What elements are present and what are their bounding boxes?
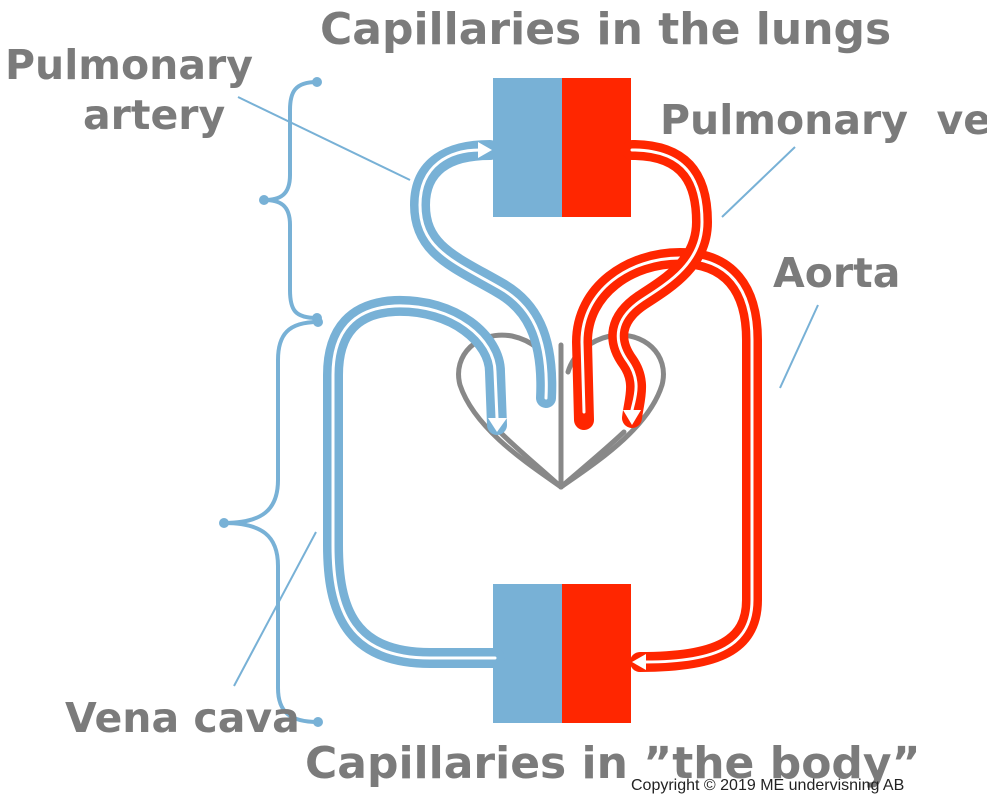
lung-capillary-red-block — [562, 78, 631, 217]
body-capillary-blue-block — [493, 584, 562, 723]
label-capillaries-lungs: Capillaries in the lungs — [320, 4, 892, 55]
leader-pulmonary-vein — [721, 146, 796, 218]
label-vena-cava: Vena cava — [65, 694, 300, 742]
leader-aorta — [779, 304, 819, 389]
brace-pulmonary — [263, 80, 319, 320]
brace-systemic — [223, 320, 320, 724]
heart-outline — [456, 332, 666, 490]
vena-cava-vessel — [323, 295, 507, 668]
label-pulmonary-artery: Pulmonary artery — [5, 40, 253, 140]
pulmonary-artery-vessel — [409, 140, 557, 408]
label-capillaries-body: Capillaries in ”the body” — [305, 738, 921, 789]
label-pulmonary-vein: Pulmonary vein — [660, 96, 987, 144]
leader-pulmonary-artery — [237, 96, 411, 181]
brace-pulmonary-tip-top — [312, 77, 322, 87]
body-capillary-red-block — [562, 584, 631, 723]
lung-capillary-blue-block — [493, 78, 562, 217]
pulmonary-vein-vessel — [608, 140, 713, 428]
label-pulmonary-artery-line1: Pulmonary — [5, 41, 253, 89]
brace-systemic-tip-bottom — [313, 717, 323, 727]
label-aorta: Aorta — [773, 249, 901, 297]
brace-systemic-tip-top — [313, 317, 323, 327]
leader-vena-cava — [233, 531, 317, 687]
brace-pulmonary-point — [259, 195, 269, 205]
aorta-vessel — [571, 247, 762, 672]
copyright-notice: Copyright © 2019 ME undervisning AB — [631, 777, 905, 794]
brace-systemic-point — [219, 518, 229, 528]
label-pulmonary-artery-line2: artery — [83, 91, 226, 139]
